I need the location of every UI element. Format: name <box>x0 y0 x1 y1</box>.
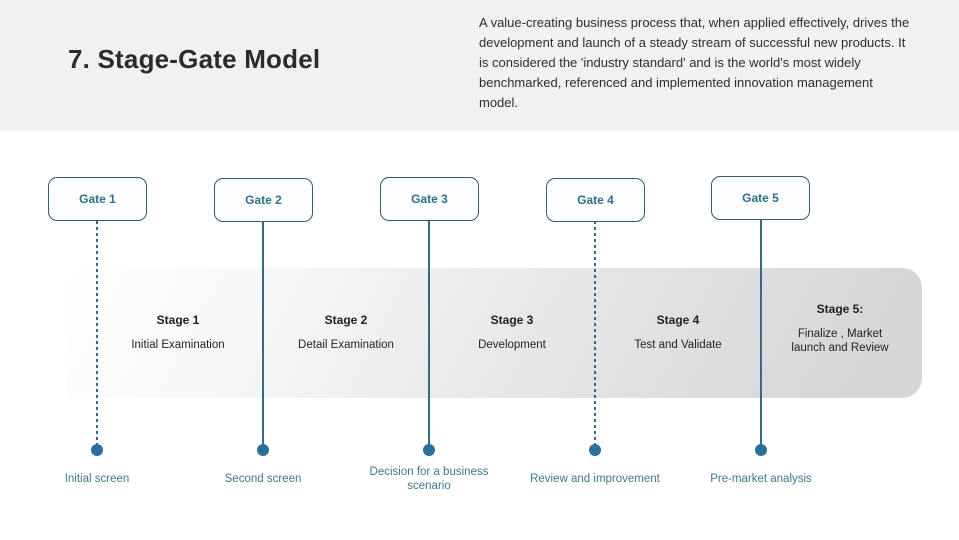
stage-description: Development <box>478 339 546 351</box>
page-title: 7. Stage-Gate Model <box>68 44 321 74</box>
gate-label: Gate 3 <box>411 192 448 206</box>
gate-connector-line-1 <box>96 221 98 444</box>
gate-outcome-label-1: Initial screen <box>27 462 167 496</box>
outcome-text: Pre-market analysis <box>710 473 812 485</box>
gate-box-2: Gate 2 <box>214 178 313 222</box>
stage-block-4: Stage 4 Test and Validate <box>598 313 758 352</box>
gate-label: Gate 5 <box>742 191 779 205</box>
gate-box-4: Gate 4 <box>546 178 645 222</box>
stage-block-3: Stage 3 Development <box>432 313 592 352</box>
stage-title: Stage 3 <box>490 313 534 327</box>
gate-decision-dot-3 <box>423 444 435 456</box>
stage-title: Stage 2 <box>324 313 368 327</box>
gate-decision-dot-4 <box>589 444 601 456</box>
intro-paragraph: A value-creating business process that, … <box>479 15 910 110</box>
gate-outcome-label-2: Second screen <box>193 462 333 496</box>
stage-description: Finalize , Market launch and Review <box>791 328 889 354</box>
gate-connector-line-2 <box>262 221 264 444</box>
gate-outcome-label-5: Pre-market analysis <box>691 462 831 496</box>
outcome-text: Initial screen <box>64 473 130 485</box>
gate-decision-dot-5 <box>755 444 767 456</box>
stage-block-5: Stage 5: Finalize , Market launch and Re… <box>780 302 900 355</box>
outcome-text: Review and improvement <box>530 473 660 485</box>
gate-label: Gate 2 <box>245 193 282 207</box>
gate-connector-line-5 <box>760 219 762 444</box>
gate-box-1: Gate 1 <box>48 177 147 221</box>
stage-band <box>65 268 922 398</box>
stage-title: Stage 4 <box>656 313 700 327</box>
gate-connector-line-3 <box>428 221 430 444</box>
gate-decision-dot-2 <box>257 444 269 456</box>
stage-block-2: Stage 2 Detail Examination <box>266 313 426 352</box>
stage-description: Initial Examination <box>131 339 225 351</box>
stage-block-1: Stage 1 Initial Examination <box>98 313 258 352</box>
gate-label: Gate 4 <box>577 193 614 207</box>
stage-description: Test and Validate <box>634 339 722 351</box>
slide-header: 7. Stage-Gate Model A value-creating bus… <box>0 0 959 131</box>
gate-label: Gate 1 <box>79 192 116 206</box>
gate-box-5: Gate 5 <box>711 176 810 220</box>
outcome-text: Decision for a business scenario <box>369 466 489 492</box>
outcome-text: Second screen <box>224 473 302 485</box>
gate-decision-dot-1 <box>91 444 103 456</box>
gate-outcome-label-3: Decision for a business scenario <box>359 462 499 496</box>
gate-box-3: Gate 3 <box>380 177 479 221</box>
gate-connector-line-4 <box>594 221 596 444</box>
gate-outcome-label-4: Review and improvement <box>525 462 665 496</box>
stage-title: Stage 5: <box>816 302 864 316</box>
stage-description: Detail Examination <box>298 339 394 351</box>
stage-title: Stage 1 <box>156 313 200 327</box>
